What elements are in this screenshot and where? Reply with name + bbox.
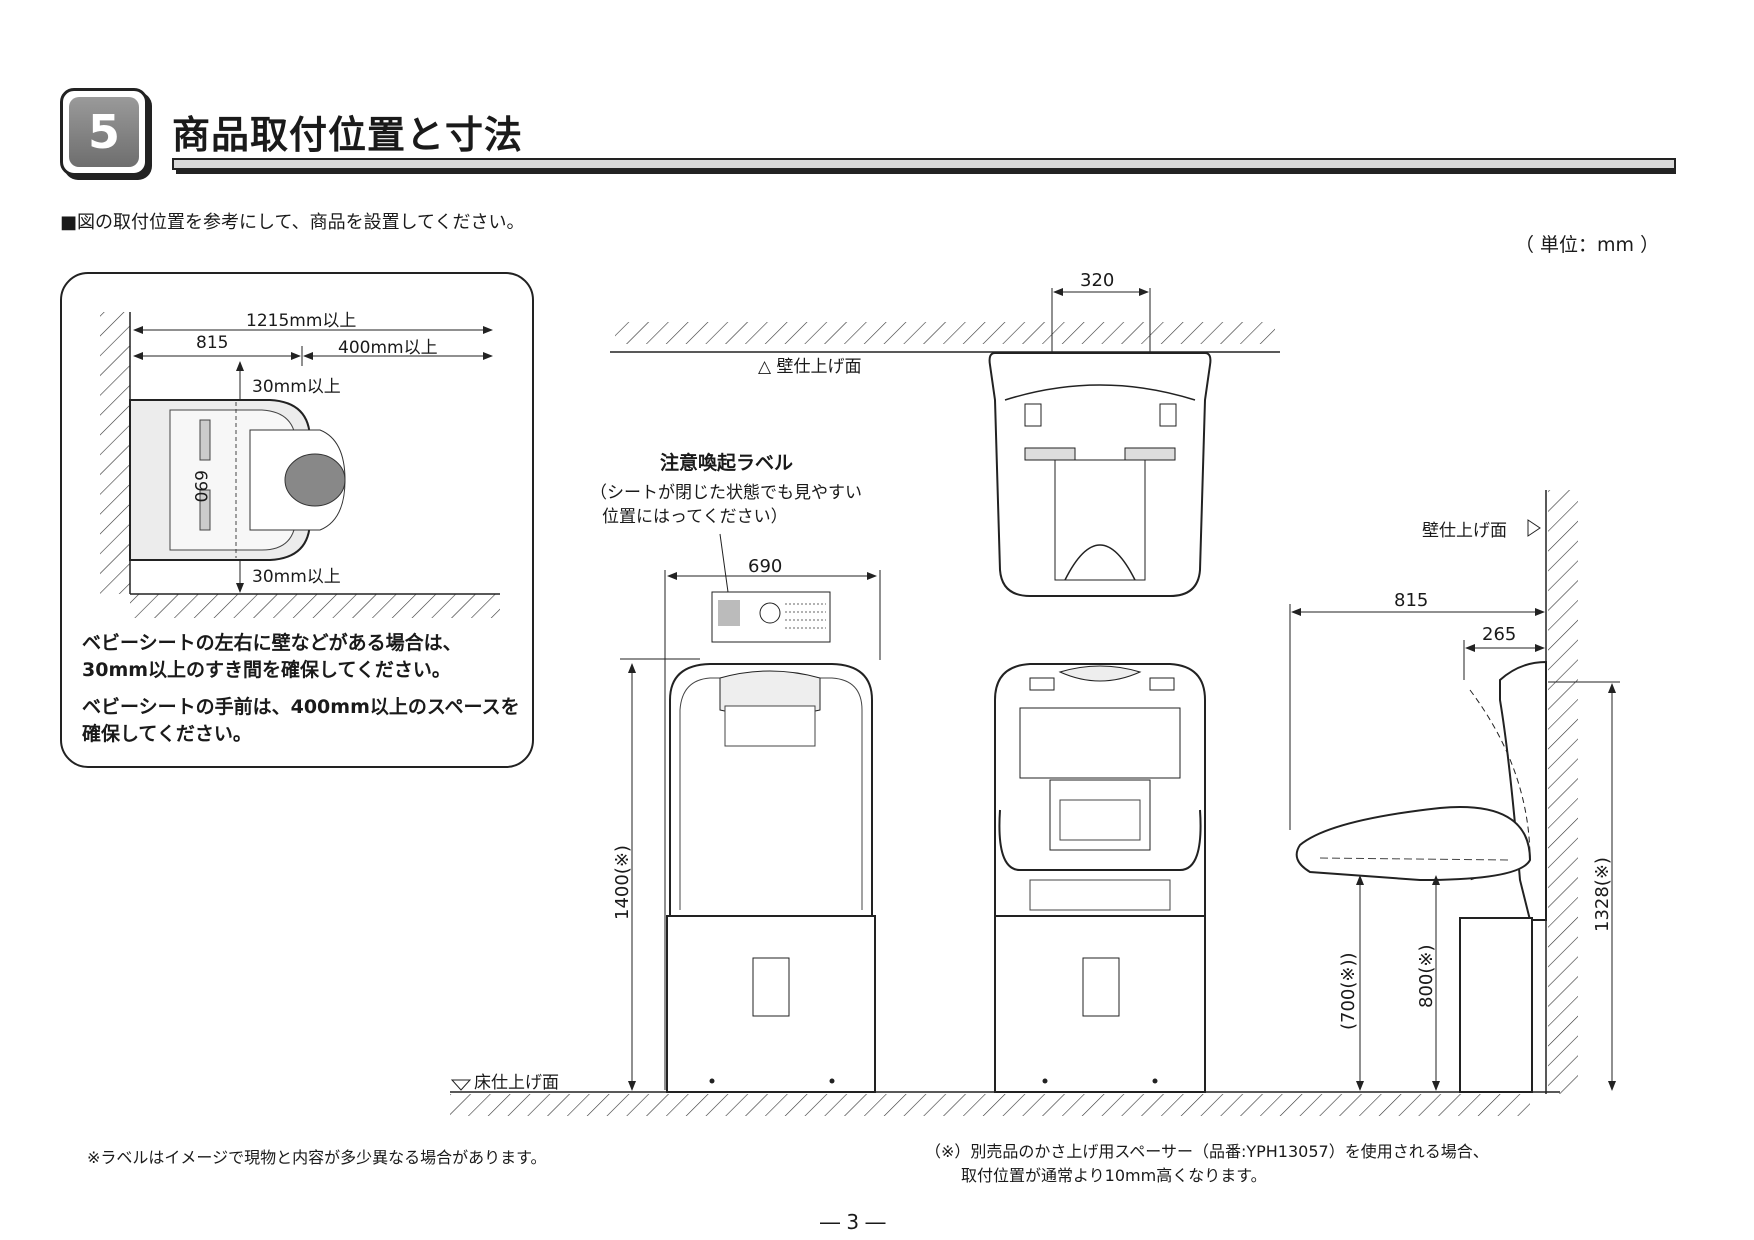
title-rule-shadow: [176, 170, 1676, 174]
side-wall-hatch: [1548, 490, 1578, 1094]
footnote-right: （※）別売品のかさ上げ用スペーサー（品番:YPH13057）を使用される場合、 …: [925, 1140, 1645, 1188]
plan-dim-width: 690: [190, 470, 210, 503]
footnote-left: ※ラベルはイメージで現物と内容が多少異なる場合があります。: [87, 1148, 547, 1167]
plan-floor-hatch: [130, 594, 500, 618]
plan-dim-total: 1215mm以上: [246, 311, 357, 331]
plan-view-box: [60, 272, 534, 768]
front-view-open: [994, 663, 1206, 1093]
plan-dim-depth: 815: [196, 333, 229, 353]
plan-note-front: ベビーシートの手前は、400mm以上のスペースを確保してください。: [82, 696, 520, 745]
dim-front-width: 690: [748, 556, 783, 577]
dim-height-800: 800(※): [1416, 944, 1437, 1008]
floor: [450, 1079, 1560, 1116]
plan-note-gap: ベビーシートの左右に壁などがある場合は、30mm以上のすき間を確保してください。: [82, 632, 462, 681]
dim-height-1328: 1328(※): [1592, 857, 1613, 932]
section-title: 商品取付位置と寸法: [172, 113, 524, 157]
label-title: 注意喚起ラベル: [660, 452, 794, 474]
plan-wall-hatch: [100, 312, 130, 594]
plan-dim-front: 400mm以上: [338, 338, 438, 358]
plan-dim-bottom: 30mm以上: [252, 567, 341, 587]
front-view-closed: [620, 533, 881, 1093]
top-wall-hatch: [615, 322, 1275, 344]
dim-height-700: (700(※)): [1338, 952, 1359, 1030]
intro-text: ■図の取付位置を参考にして、商品を設置してください。: [60, 212, 525, 233]
dim-side-265: 265: [1482, 624, 1517, 645]
dim-top-width: 320: [1080, 270, 1115, 291]
side-view: [1289, 490, 1620, 1094]
page-number: ― 3 ―: [820, 1210, 886, 1234]
footnote-right-line2: 取付位置が通常より10mm高くなります。: [961, 1166, 1267, 1185]
wall-finish-top: △ 壁仕上げ面: [758, 357, 862, 377]
title-rule: [172, 158, 1676, 170]
plan-view: [100, 312, 500, 618]
dim-height-1400: 1400(※): [612, 845, 633, 920]
unit-note: （ 単位：mm ）: [1515, 234, 1660, 256]
wall-finish-right: 壁仕上げ面: [1422, 521, 1507, 541]
footnote-right-line1: （※）別売品のかさ上げ用スペーサー（品番:YPH13057）を使用される場合、: [925, 1142, 1489, 1161]
label-desc-2: 位置にはってください）: [602, 507, 788, 527]
floor-finish: 床仕上げ面: [474, 1073, 559, 1093]
label-desc-1: （シートが閉じた状態でも見やすい: [590, 483, 862, 503]
section-number-badge: 5: [60, 88, 148, 176]
top-view: [610, 288, 1280, 597]
plan-dim-top: 30mm以上: [252, 377, 341, 397]
section-number: 5: [69, 97, 139, 167]
dim-side-depth: 815: [1394, 590, 1429, 611]
